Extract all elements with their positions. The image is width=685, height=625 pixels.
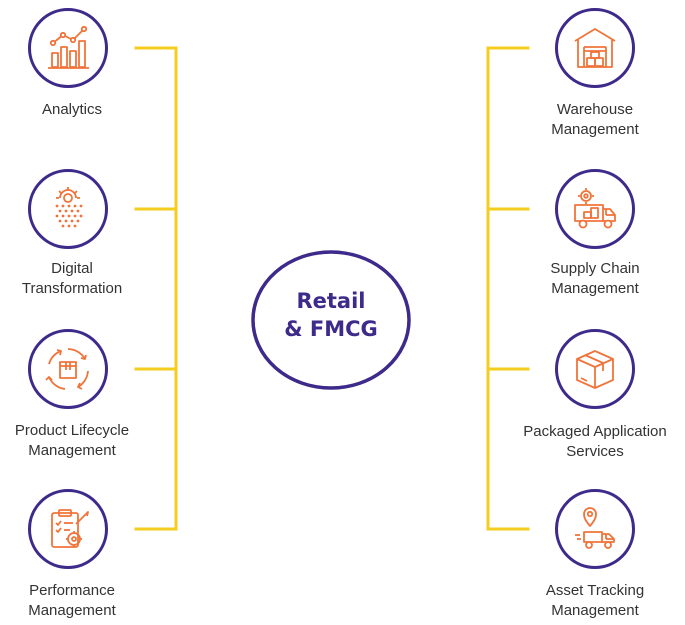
label-digital-transformation-line1: Digital [51, 260, 93, 277]
label-asset-tracking: Asset Tracking Management [505, 581, 685, 621]
label-supply-chain-line1: Supply Chain [550, 260, 640, 277]
label-analytics-line1: Analytics [41, 101, 103, 118]
node-asset-tracking [555, 489, 635, 569]
node-digital-transformation [28, 169, 108, 249]
node-supply-chain [555, 169, 635, 249]
label-packaged-application-line2: Services [566, 443, 624, 460]
label-supply-chain-line2: Management [551, 280, 639, 297]
node-product-lifecycle [28, 329, 108, 409]
label-performance-management-line2: Management [28, 602, 116, 619]
label-packaged-application-line1: Packaged Application [523, 423, 667, 440]
label-performance-management: Performance Management [0, 581, 162, 621]
label-product-lifecycle: Product Lifecycle Management [0, 421, 162, 461]
center-title: Retail & FMCG [251, 287, 411, 343]
label-digital-transformation-line2: Transformation [21, 280, 123, 297]
label-performance-management-line1: Performance [29, 582, 115, 599]
label-product-lifecycle-line2: Management [28, 442, 116, 459]
performance-management-icon [51, 509, 89, 548]
label-supply-chain: Supply Chain Management [505, 259, 685, 299]
center-node: Retail & FMCG [251, 250, 411, 390]
node-performance-management [28, 489, 108, 569]
package-box-icon [576, 350, 614, 389]
center-title-line2: & FMCG [284, 317, 378, 341]
label-warehouse-line2: Management [551, 121, 639, 138]
label-asset-tracking-line2: Management [551, 602, 639, 619]
label-analytics: Analytics [0, 100, 162, 120]
label-packaged-application: Packaged Application Services [505, 422, 685, 462]
analytics-icon [48, 25, 89, 69]
product-lifecycle-icon [45, 348, 89, 390]
digital-transformation-icon [55, 187, 83, 228]
supply-chain-truck-icon [574, 188, 616, 229]
node-warehouse [555, 8, 635, 88]
warehouse-icon [574, 28, 616, 68]
label-warehouse-line1: Warehouse [556, 101, 634, 118]
label-digital-transformation: Digital Transformation [0, 259, 162, 299]
node-packaged-application [555, 329, 635, 409]
node-analytics [28, 8, 108, 88]
center-ring [251, 250, 411, 390]
asset-tracking-icon [575, 507, 615, 549]
center-title-line1: Retail [296, 289, 366, 313]
label-product-lifecycle-line1: Product Lifecycle [14, 422, 130, 439]
label-warehouse: Warehouse Management [505, 100, 685, 140]
label-asset-tracking-line1: Asset Tracking [545, 582, 645, 599]
